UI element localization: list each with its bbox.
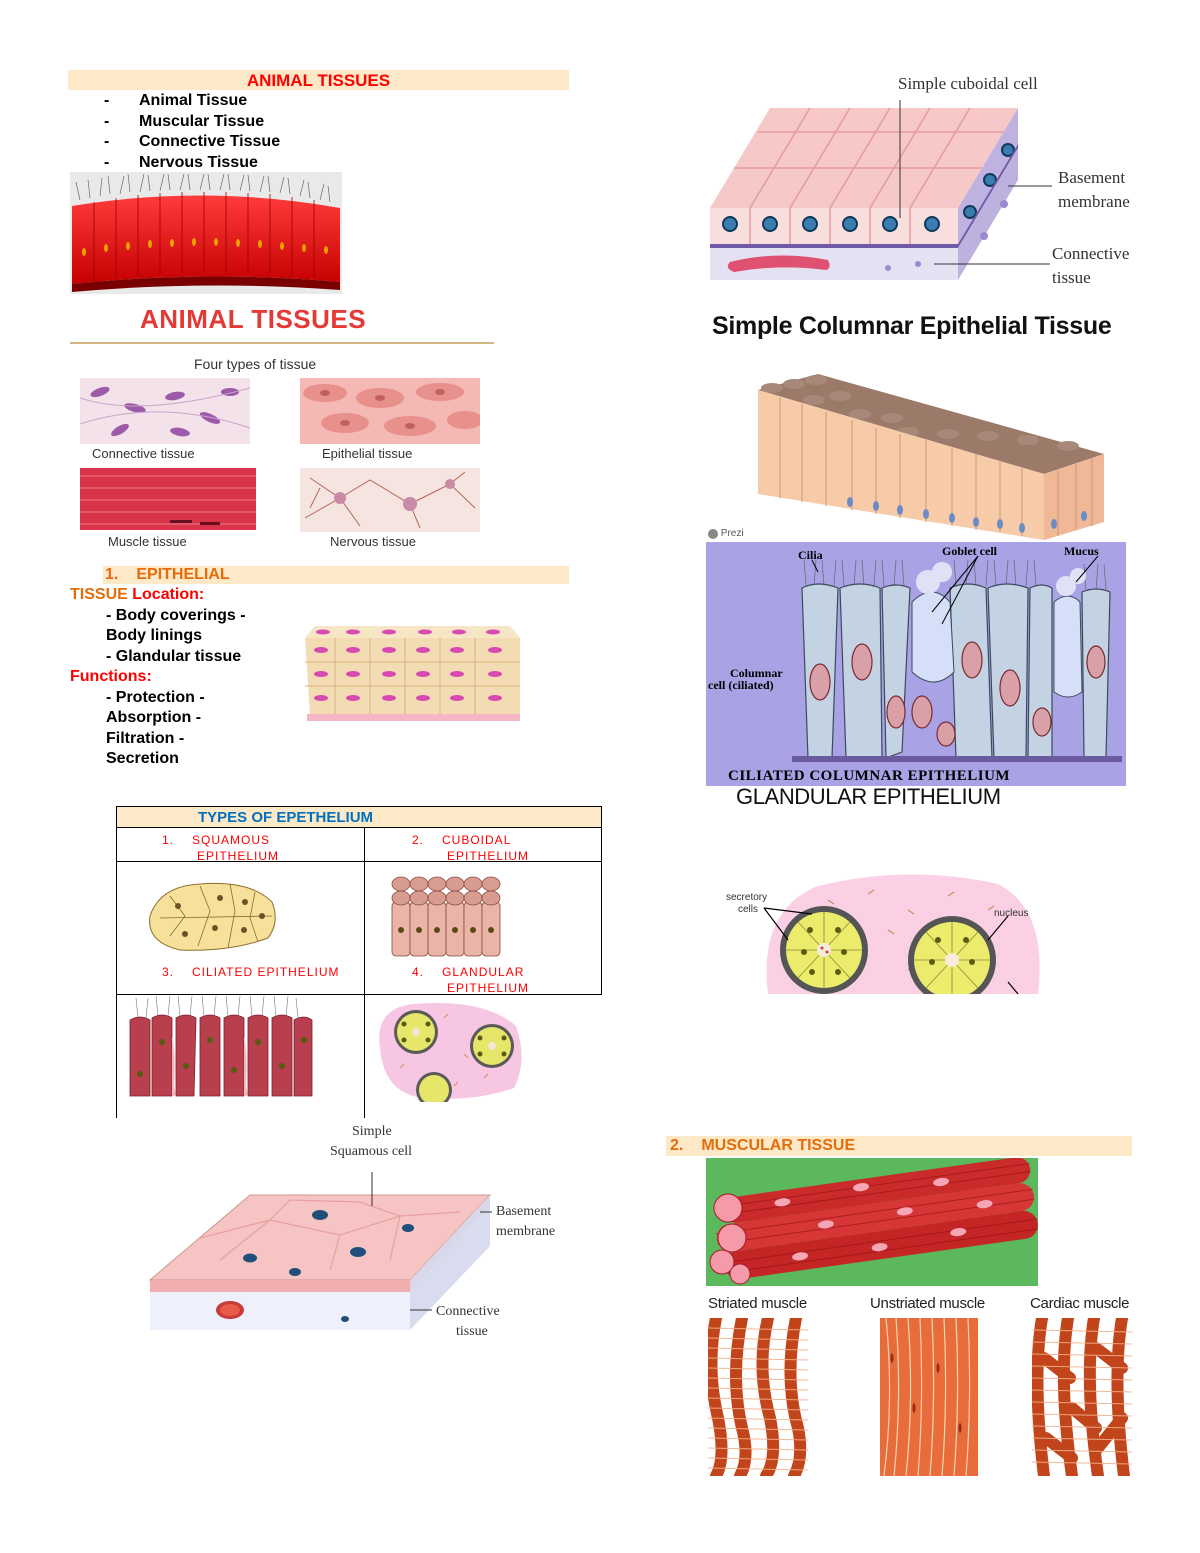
types-table-title-band — [116, 806, 602, 828]
ciliated-caption: CILIATED COLUMNAR EPITHELIUM — [728, 768, 1011, 784]
table-border-mid — [364, 828, 365, 1118]
striated-muscle-image — [708, 1318, 808, 1476]
label-simple-cuboidal-cell: Simple cuboidal cell — [898, 74, 1038, 93]
location-line: - Glandular tissue — [106, 647, 242, 665]
label-tissue: tissue — [1052, 268, 1091, 287]
function-line: Absorption - — [106, 709, 202, 726]
muscle-tissue-panel — [80, 468, 256, 530]
label-cells: cells — [738, 904, 759, 915]
list-item: -Animal Tissue — [104, 92, 248, 109]
squamous-cell-diagram: Simple Squamous cell Basement membrane C… — [140, 1120, 580, 1360]
functions-heading: Functions: — [70, 668, 152, 685]
cuboidal-epithelium-image — [388, 868, 504, 960]
epithelial-tissue-panel — [300, 378, 480, 444]
unstriated-muscle-image — [880, 1318, 978, 1476]
ciliated-epithelium-image — [128, 996, 316, 1100]
label-cilia: Cilia — [798, 548, 823, 562]
glandular-diagram: secretory cells nucleus — [708, 870, 1068, 994]
type-ciliated-label: 3.CILIATED EPITHELIUM — [162, 965, 340, 979]
tissue-bullet-list: -Animal Tissue -Muscular Tissue -Connect… — [68, 91, 280, 173]
animal-tissues-figure: ANIMAL TISSUES Four types of tissue Conn… — [70, 300, 496, 560]
label-goblet-cell: Goblet cell — [942, 544, 997, 558]
section1-heading: 1.EPITHELIAL — [105, 566, 230, 583]
columnar-title: Simple Columnar Epithelial Tissue — [712, 312, 1112, 340]
types-table: TYPES OF EPETHELIUM 1.SQUAMOUS EPITHELIU… — [116, 806, 602, 1118]
label-basement: Basement — [496, 1204, 552, 1219]
prezi-icon — [708, 528, 718, 539]
list-item: -Nervous Tissue — [104, 153, 258, 171]
ciliated-columnar-diagram: Cilia Goblet cell Mucus Columnar cell (c… — [706, 542, 1126, 786]
connective-tissue-panel — [80, 378, 250, 444]
prezi-logo: Prezi — [708, 528, 744, 539]
function-line: Secretion — [106, 750, 179, 767]
section1-body: TISSUE Location: - Body coverings - Body… — [70, 585, 246, 770]
list-item: -Muscular Tissue — [104, 112, 265, 130]
cardiac-muscle-image — [1032, 1318, 1132, 1476]
label-mucus: Mucus — [1064, 544, 1099, 558]
muscle-label-cardiac: Cardiac muscle — [1030, 1295, 1130, 1312]
glandular-epithelium-image — [374, 998, 526, 1102]
header-band — [68, 70, 569, 90]
type-cuboidal-label: 2.CUBOIDAL EPITHELIUM — [412, 833, 530, 863]
type-squamous-label: 1.SQUAMOUS EPITHELIUM — [162, 833, 280, 863]
epithelial-tissue-label: Epithelial tissue — [322, 446, 413, 461]
section2-heading: 2.MUSCULAR TISSUE — [670, 1137, 856, 1154]
muscle-label-unstriated: Unstriated muscle — [870, 1295, 985, 1312]
muscle-label-striated: Striated muscle — [708, 1295, 807, 1312]
label-connective: Connective — [1052, 244, 1130, 263]
label-cell-ciliated: cell (ciliated) — [708, 678, 774, 692]
table-border-left — [116, 828, 117, 1118]
nervous-tissue-label: Nervous tissue — [330, 534, 416, 549]
function-line: Filtration - — [106, 729, 185, 747]
columnar-cells-image — [758, 374, 1104, 544]
connective-tissue-label: Connective tissue — [92, 446, 195, 461]
label-tissue: tissue — [456, 1324, 488, 1339]
table-border-right — [601, 828, 602, 994]
label-membrane: membrane — [1058, 192, 1130, 211]
location-line: - Body coverings - — [106, 606, 246, 624]
label-columnar: Columnar — [730, 666, 783, 680]
list-item: -Connective Tissue — [104, 133, 281, 150]
location-heading: TISSUE Location: — [70, 586, 205, 603]
squamous-epithelium-image — [140, 876, 280, 954]
label-connective: Connective — [436, 1304, 500, 1319]
label-secretory: secretory — [726, 892, 768, 903]
section1-band — [103, 566, 569, 584]
types-table-title: TYPES OF EPETHELIUM — [198, 809, 374, 826]
epithelial-cells-illustration — [305, 618, 520, 723]
figure-divider — [70, 342, 494, 344]
section2-band — [666, 1136, 1132, 1156]
muscle-fibers-image — [706, 1158, 1038, 1286]
ciliated-tissue-illustration — [70, 172, 342, 294]
table-row-line — [116, 861, 602, 862]
figure-title: ANIMAL TISSUES — [140, 304, 367, 334]
nervous-tissue-panel — [300, 468, 480, 532]
location-line: Body linings — [106, 627, 202, 644]
label-basement: Basement — [1058, 168, 1126, 187]
label-membrane: membrane — [496, 1224, 556, 1239]
type-glandular-label: 4.GLANDULAR EPITHELIUM — [412, 965, 530, 995]
cuboidal-cell-diagram: Simple cuboidal cell Basement membrane C… — [708, 68, 1148, 290]
table-row-line — [116, 994, 602, 995]
function-line: - Protection - — [106, 688, 205, 706]
page-title: ANIMAL TISSUES — [246, 71, 391, 90]
label-nucleus: nucleus — [994, 908, 1029, 919]
figure-subtitle: Four types of tissue — [194, 356, 317, 372]
glandular-title: GLANDULAR EPITHELIUM — [736, 784, 1001, 809]
muscle-tissue-label: Muscle tissue — [108, 534, 187, 549]
label-squamous-cell: Squamous cell — [330, 1144, 413, 1159]
label-simple: Simple — [352, 1124, 392, 1139]
